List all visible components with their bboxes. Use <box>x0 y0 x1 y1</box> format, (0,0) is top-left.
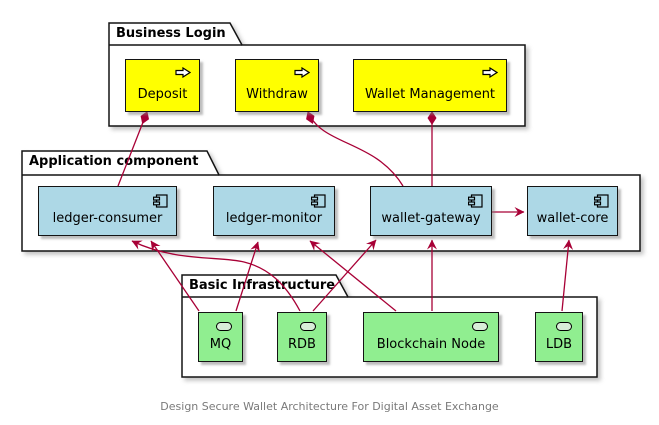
node-label: MQ <box>209 337 232 352</box>
node-label: wallet-gateway <box>381 211 481 226</box>
node-label: wallet-core <box>536 211 609 226</box>
node-label: LDB <box>545 337 573 352</box>
arrow-right-icon <box>482 66 499 79</box>
node-ledger-monitor: ledger-monitor <box>213 186 335 236</box>
node-wallet-core: wallet-core <box>527 186 618 236</box>
component-icon <box>152 194 168 208</box>
arrow-right-icon <box>175 66 192 79</box>
node-label: ledger-monitor <box>225 211 323 226</box>
component-icon <box>310 194 326 208</box>
component-icon <box>467 194 483 208</box>
node-wallet-gateway: wallet-gateway <box>370 186 492 236</box>
package-title-basic-infrastructure: Basic Infrastructure <box>189 278 336 293</box>
node-mq: MQ <box>198 312 243 362</box>
node-withdraw: Withdraw <box>235 59 319 112</box>
node-wallet-management: Wallet Management <box>353 59 507 112</box>
diagram-caption: Design Secure Wallet Architecture For Di… <box>160 400 499 413</box>
interface-pill-icon <box>216 322 232 331</box>
package-title-application-component: Application component <box>29 154 199 169</box>
arrow-right-icon <box>294 66 311 79</box>
package-title-business-login: Business Login <box>116 26 226 41</box>
node-ldb: LDB <box>535 312 583 362</box>
node-blockchain-node: Blockchain Node <box>363 312 499 362</box>
node-label: ledger-consumer <box>52 211 163 226</box>
interface-pill-icon <box>300 322 316 331</box>
interface-pill-icon <box>556 322 572 331</box>
node-ledger-consumer: ledger-consumer <box>38 186 177 236</box>
node-deposit: Deposit <box>125 59 200 112</box>
component-icon <box>593 194 609 208</box>
node-label: Blockchain Node <box>376 337 486 352</box>
node-label: Wallet Management <box>364 87 496 102</box>
node-label: Withdraw <box>246 87 308 102</box>
interface-pill-icon <box>472 322 488 331</box>
node-rdb: RDB <box>277 312 327 362</box>
node-label: Deposit <box>137 87 188 102</box>
node-label: RDB <box>288 337 316 352</box>
